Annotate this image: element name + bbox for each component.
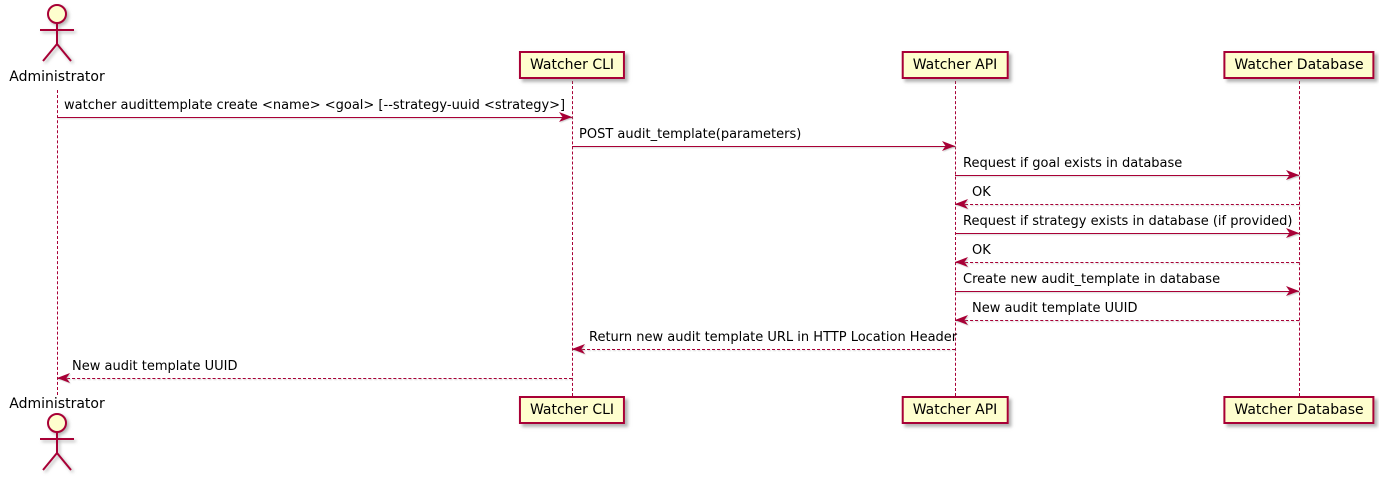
message-1-arrowhead-right	[559, 112, 572, 122]
message-2-arrowhead-right	[942, 141, 955, 151]
actor-label-top: Administrator	[9, 69, 105, 85]
administrator-actor-icon-bottom	[40, 413, 74, 471]
message-10-arrowhead-left	[57, 373, 70, 383]
message-9-label: Return new audit template URL in HTTP Lo…	[589, 330, 958, 345]
message-10-line	[57, 378, 572, 379]
message-3-line	[955, 175, 1299, 176]
message-7-line	[955, 291, 1299, 292]
message-10-label: New audit template UUID	[72, 359, 238, 374]
message-5-arrowhead-right	[1286, 228, 1299, 238]
participant-box-watcher-database-bottom: Watcher Database	[1223, 396, 1375, 424]
message-9-line	[572, 349, 955, 350]
message-7-label: Create new audit_template in database	[963, 272, 1221, 287]
message-8-label: New audit template UUID	[972, 301, 1138, 316]
participant-box-watcher-cli-bottom: Watcher CLI	[518, 396, 626, 424]
message-4-label: OK	[972, 185, 991, 200]
participant-box-watcher-api-top: Watcher API	[901, 51, 1009, 79]
message-7-arrowhead-right	[1286, 286, 1299, 296]
message-9-arrowhead-left	[572, 344, 585, 354]
message-5-line	[955, 233, 1299, 234]
message-6-label: OK	[972, 243, 991, 258]
message-4-arrowhead-left	[955, 199, 968, 209]
message-3-label: Request if goal exists in database	[963, 156, 1183, 171]
message-6-arrowhead-left	[955, 257, 968, 267]
message-6-line	[955, 262, 1299, 263]
message-8-line	[955, 320, 1299, 321]
lifeline-watcher-database	[1299, 81, 1300, 396]
participant-box-watcher-cli-top: Watcher CLI	[518, 51, 626, 79]
lifeline-administrator	[57, 90, 58, 395]
message-4-line	[955, 204, 1299, 205]
message-2-label: POST audit_template(parameters)	[579, 127, 802, 142]
participant-box-watcher-database-top: Watcher Database	[1223, 51, 1375, 79]
actor-label-bottom: Administrator	[9, 396, 105, 412]
lifeline-watcher-cli	[572, 81, 573, 396]
participant-box-watcher-api-bottom: Watcher API	[901, 396, 1009, 424]
message-3-arrowhead-right	[1286, 170, 1299, 180]
message-5-label: Request if strategy exists in database (…	[963, 214, 1293, 229]
message-2-line	[572, 146, 955, 147]
message-1-line	[57, 117, 572, 118]
administrator-actor-icon-top	[40, 4, 74, 62]
message-1-label: watcher audittemplate create <name> <goa…	[64, 98, 566, 113]
lifeline-watcher-api	[955, 81, 956, 396]
message-8-arrowhead-left	[955, 315, 968, 325]
